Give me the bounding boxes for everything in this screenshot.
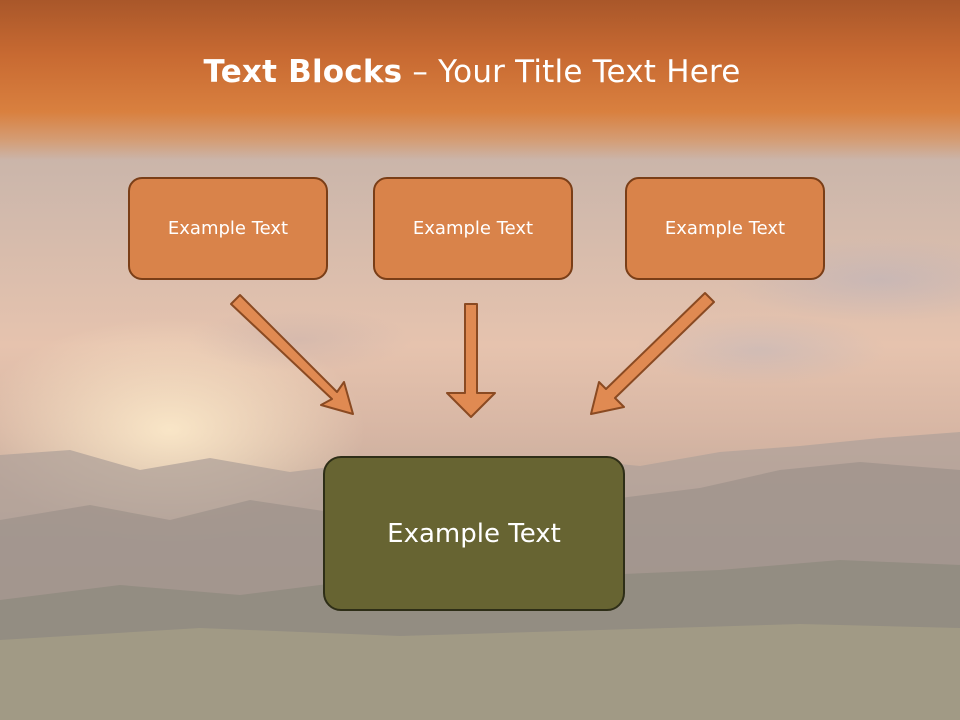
text-block-right-label: Example Text: [664, 218, 786, 239]
text-block-right[interactable]: Example Text: [625, 177, 825, 280]
title-rest: Your Title Text Here: [438, 54, 741, 90]
text-block-left-label: Example Text: [167, 218, 289, 239]
text-block-left[interactable]: Example Text: [128, 177, 328, 280]
text-block-middle-label: Example Text: [412, 218, 534, 239]
title-bold: Text Blocks: [203, 54, 403, 90]
text-block-bottom[interactable]: Example Text: [323, 456, 625, 611]
slide-title: Text Blocks – Your Title Text Here: [0, 54, 944, 90]
header-band: [0, 0, 960, 160]
text-block-bottom-label: Example Text: [387, 518, 561, 549]
title-separator: –: [402, 54, 439, 90]
text-block-middle[interactable]: Example Text: [373, 177, 573, 280]
